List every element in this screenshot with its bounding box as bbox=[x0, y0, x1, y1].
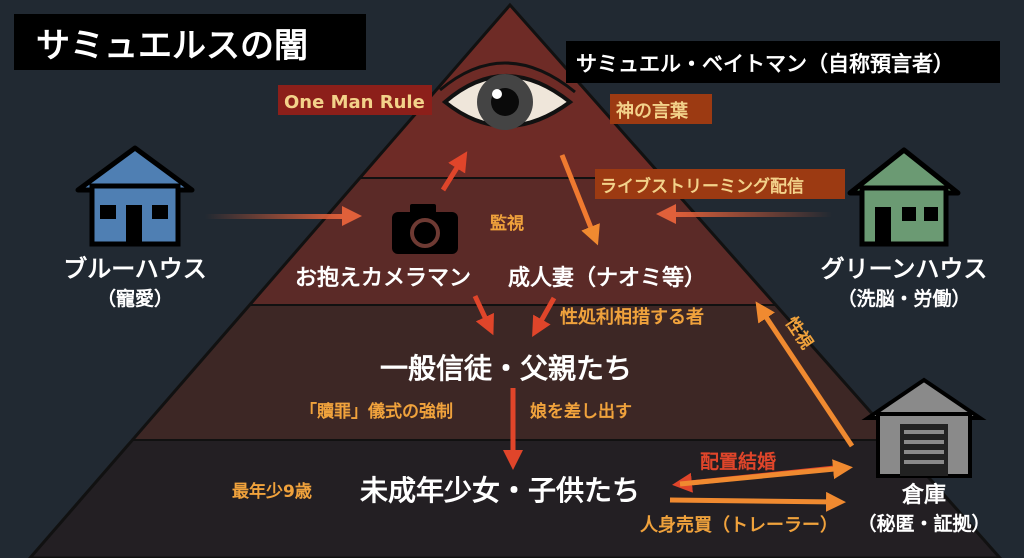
green-house-name: グリーンハウス bbox=[821, 255, 988, 283]
one-man-rule-tag: One Man Rule bbox=[284, 92, 425, 113]
atonement-label: 「贖罪」儀式の強制 bbox=[300, 401, 453, 422]
warehouse-icon bbox=[861, 377, 987, 478]
green-house-sub: （洗脳・労働） bbox=[837, 287, 970, 310]
eye-icon bbox=[439, 61, 576, 130]
children-label: 未成年少女・子供たち bbox=[360, 474, 640, 507]
blue-house-icon bbox=[75, 145, 195, 247]
trafficking-label: 人身売買（トレーラー） bbox=[640, 514, 838, 536]
blue-house-name: ブルーハウス bbox=[63, 255, 207, 283]
gods-word-tag: 神の言葉 bbox=[616, 100, 689, 122]
arrows bbox=[205, 151, 855, 512]
title-box bbox=[14, 14, 366, 70]
warehouse-sub: （秘匿・証拠） bbox=[857, 512, 990, 535]
camera-icon bbox=[392, 204, 458, 254]
page-title: サミュエルスの闇 bbox=[36, 26, 308, 66]
leader-box bbox=[566, 41, 1000, 83]
blue-house-sub: （寵愛） bbox=[97, 287, 173, 310]
wives-label: 成人妻（ナオミ等） bbox=[508, 265, 706, 291]
placement-marriage-label: 配置結婚 bbox=[700, 450, 776, 473]
sexual-partners-label: 性処利相措する者 bbox=[560, 306, 704, 328]
offer-daughters-label: 娘を差し出す bbox=[530, 401, 632, 422]
members-label: 一般信徒・父親たち bbox=[380, 352, 632, 385]
surveillance-label: 監視 bbox=[490, 213, 524, 234]
youngest-label: 最年少9歳 bbox=[232, 481, 312, 502]
green-house-icon bbox=[847, 147, 961, 247]
cameraman-label: お抱えカメラマン bbox=[295, 265, 471, 291]
warehouse-name: 倉庫 bbox=[901, 482, 946, 508]
live-stream-tag: ライブストリーミング配信 bbox=[600, 176, 804, 197]
leader-label: サミュエル・ベイトマン（自称預言者） bbox=[576, 52, 954, 76]
